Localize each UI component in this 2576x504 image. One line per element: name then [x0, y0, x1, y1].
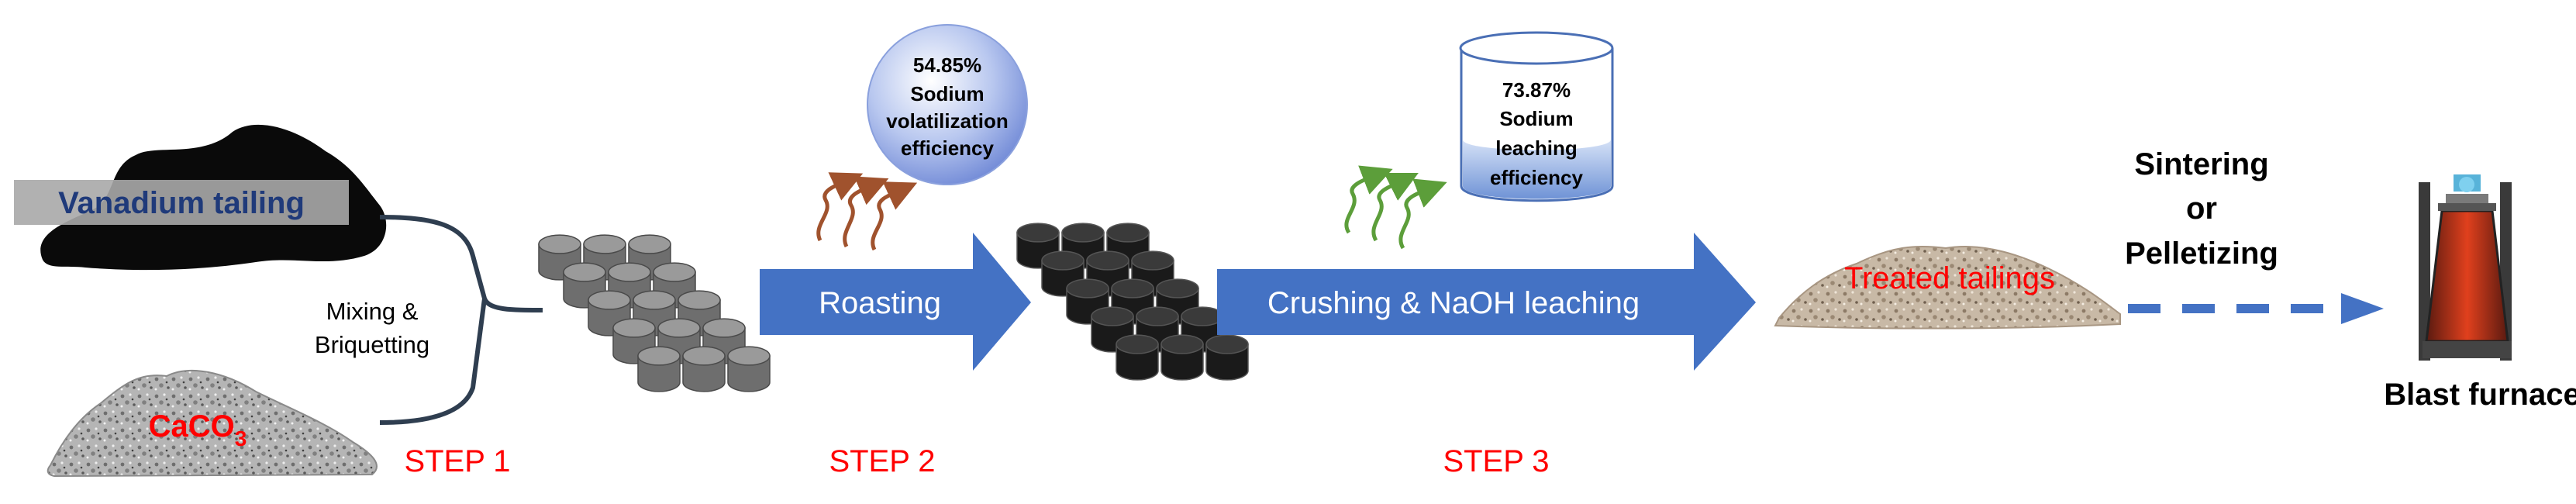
- caco3-pile: [47, 369, 378, 478]
- briquette-top: [1086, 250, 1129, 271]
- briquette-top: [1061, 223, 1105, 243]
- step3-label: STEP 3: [1443, 444, 1549, 478]
- briquette: [1116, 343, 1159, 381]
- briquette-top: [1091, 306, 1134, 326]
- volatilization-line1: Sodium: [910, 82, 984, 105]
- briquette-top: [583, 234, 626, 254]
- briquette: [1205, 343, 1249, 381]
- volatilization-value: 54.85%: [913, 54, 981, 77]
- caco3-label: CaCO3: [149, 409, 247, 450]
- volatilization-bubble: [867, 24, 1028, 185]
- route-line3: Pelletizing: [2125, 236, 2278, 271]
- briquette-top: [612, 318, 656, 338]
- leaching-line3: efficiency: [1490, 166, 1583, 189]
- briquette-top: [682, 346, 726, 366]
- leaching-fumes: [1344, 165, 1447, 250]
- tailing-label: Vanadium tailing: [58, 186, 305, 220]
- briquette: [727, 355, 771, 392]
- gray-briquettes: [538, 234, 771, 392]
- leaching-line1: Sodium: [1499, 107, 1573, 130]
- briquette-top: [1066, 278, 1109, 299]
- leaching-arrow: [1217, 233, 1756, 371]
- briquette-top: [657, 318, 701, 338]
- mixing-bracket: [379, 215, 543, 425]
- volatilization-line3: efficiency: [901, 136, 994, 160]
- briquette-top: [727, 346, 771, 366]
- briquette-top: [1016, 223, 1060, 243]
- briquette-top: [1111, 278, 1154, 299]
- briquette-top: [588, 290, 631, 310]
- volatilization-fumes: [816, 172, 918, 251]
- furnace-label: Blast furnace: [2384, 378, 2576, 412]
- route-line1: Sintering: [2134, 147, 2268, 181]
- briquette: [1160, 343, 1204, 381]
- briquette-top: [608, 262, 651, 282]
- blast-furnace-icon: [2419, 174, 2512, 361]
- briquette-top: [702, 318, 746, 338]
- briquette-top: [633, 290, 676, 310]
- briquette-top: [1156, 278, 1199, 299]
- briquette-top: [1116, 334, 1159, 354]
- black-briquettes: [1016, 223, 1249, 381]
- step2-label: STEP 2: [829, 444, 935, 478]
- briquette-top: [628, 234, 671, 254]
- briquette-top: [1041, 250, 1085, 271]
- roasting-label: Roasting: [819, 286, 941, 320]
- briquette-top: [1181, 306, 1224, 326]
- briquette-top: [637, 346, 681, 366]
- mixing-label-1: Mixing &: [326, 298, 419, 325]
- mixing-label-2: Briquetting: [315, 331, 429, 358]
- briquette: [637, 355, 681, 392]
- briquette-top: [1106, 223, 1150, 243]
- roasting-arrow: [760, 233, 1031, 371]
- briquette-top: [538, 234, 581, 254]
- route-line2: or: [2186, 192, 2217, 226]
- briquette-top: [1131, 250, 1174, 271]
- leaching-beaker: [1459, 31, 1614, 202]
- briquette-top: [653, 262, 696, 282]
- briquette-top: [1136, 306, 1179, 326]
- briquette-top: [1205, 334, 1249, 354]
- step1-label: STEP 1: [404, 444, 510, 478]
- briquette-top: [563, 262, 606, 282]
- briquette-top: [1160, 334, 1204, 354]
- leaching-label: Crushing & NaOH leaching: [1267, 286, 1640, 320]
- briquette: [682, 355, 726, 392]
- volatilization-line2: volatilization: [886, 109, 1008, 133]
- dashed-arrow-head: [2341, 293, 2384, 324]
- treated-pile: [1774, 245, 2121, 330]
- leaching-line2: leaching: [1495, 136, 1577, 160]
- treated-label: Treated tailings: [1844, 261, 2055, 295]
- briquette-top: [678, 290, 721, 310]
- leaching-value: 73.87%: [1502, 78, 1571, 102]
- tailing-label-bg: [14, 180, 349, 225]
